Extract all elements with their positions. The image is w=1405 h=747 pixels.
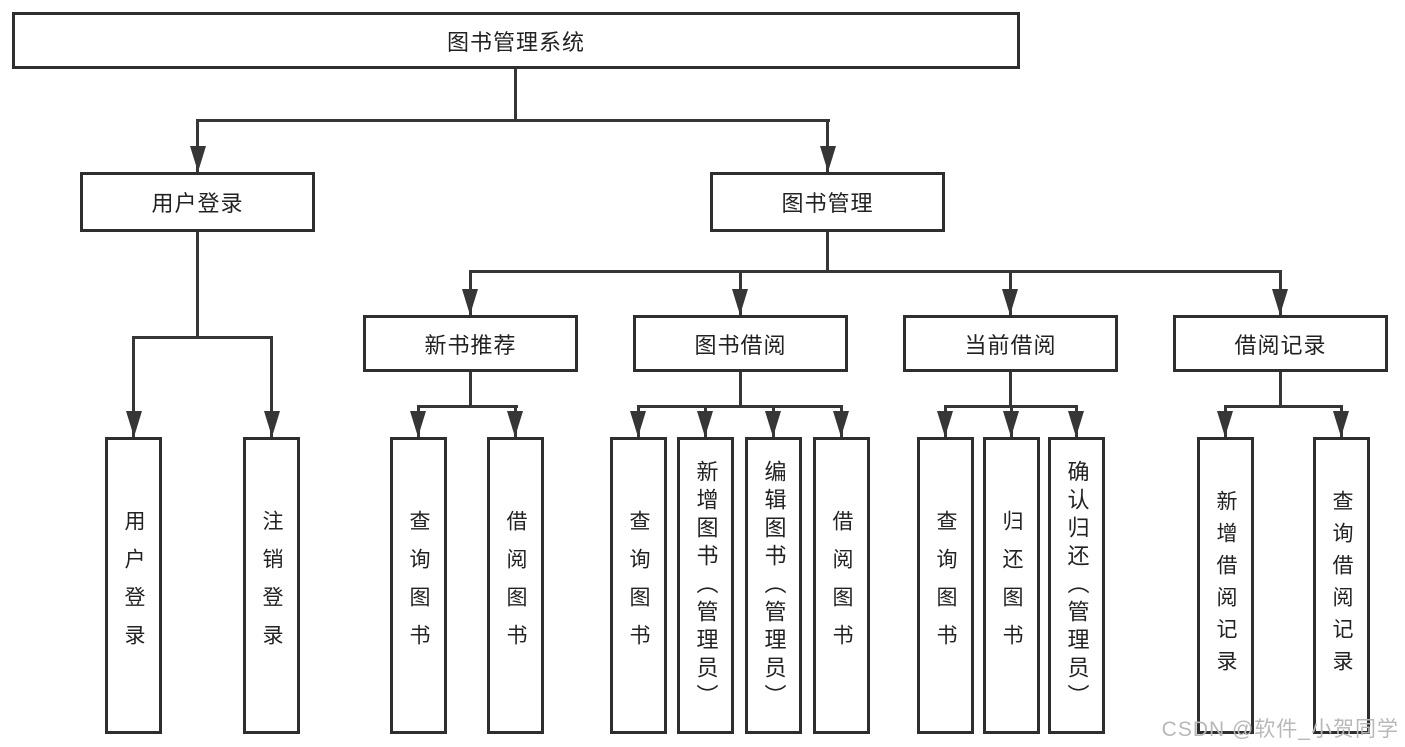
connector-line <box>417 405 518 408</box>
leaf-query-books: 查询图书 <box>390 437 447 734</box>
connector-line <box>739 372 742 407</box>
leaf-return-books: 归还图书 <box>983 437 1040 734</box>
arrow-down-icon <box>765 411 781 437</box>
arrow-down-icon <box>190 146 206 172</box>
leaf-borrow-books: 借阅图书 <box>487 437 544 734</box>
connector-line <box>514 68 517 121</box>
leaf-query-borrow-record: 查询借阅记录 <box>1313 437 1370 734</box>
arrow-down-icon <box>1002 289 1018 315</box>
leaf-edit-books-admin: 编辑图书（管理员） <box>745 437 802 734</box>
node-book-management-system: 图书管理系统 <box>12 12 1020 69</box>
node-user-login: 用户登录 <box>80 172 315 232</box>
arrow-down-icon <box>732 289 748 315</box>
connector-line <box>132 336 273 339</box>
arrow-down-icon <box>833 411 849 437</box>
arrow-down-icon <box>697 411 713 437</box>
node-current-borrowing: 当前借阅 <box>903 315 1118 372</box>
leaf-add-books-admin: 新增图书（管理员） <box>677 437 734 734</box>
connector-line <box>270 336 273 437</box>
connector-line <box>196 119 199 172</box>
arrow-down-icon <box>507 411 523 437</box>
arrow-down-icon <box>410 411 426 437</box>
arrow-down-icon <box>1068 411 1084 437</box>
leaf-logout: 注销登录 <box>243 437 300 734</box>
connector-line <box>1279 372 1282 407</box>
connector-line <box>826 119 829 172</box>
connector-line <box>637 405 843 408</box>
arrow-down-icon <box>937 411 953 437</box>
arrow-down-icon <box>1333 411 1349 437</box>
leaf-query-books: 查询图书 <box>610 437 667 734</box>
connector-line <box>132 336 135 437</box>
node-new-book-recommendation: 新书推荐 <box>363 315 578 372</box>
connector-line <box>1224 405 1343 408</box>
connector-line <box>196 119 830 122</box>
leaf-add-borrow-record: 新增借阅记录 <box>1197 437 1254 734</box>
node-borrowing-records: 借阅记录 <box>1173 315 1388 372</box>
connector-line <box>469 270 1282 273</box>
connector-line <box>196 232 199 337</box>
arrow-down-icon <box>264 411 280 437</box>
arrow-down-icon <box>630 411 646 437</box>
leaf-confirm-return-admin: 确认归还（管理员） <box>1048 437 1105 734</box>
arrow-down-icon <box>1272 289 1288 315</box>
node-book-management: 图书管理 <box>710 172 945 232</box>
arrow-down-icon <box>1217 411 1233 437</box>
leaf-user-login: 用户登录 <box>105 437 162 734</box>
arrow-down-icon <box>462 289 478 315</box>
node-book-borrowing: 图书借阅 <box>633 315 848 372</box>
connector-line <box>826 232 829 273</box>
arrow-down-icon <box>1003 411 1019 437</box>
arrow-down-icon <box>126 411 142 437</box>
connector-line <box>469 372 472 407</box>
leaf-borrow-books: 借阅图书 <box>813 437 870 734</box>
connector-line <box>1009 372 1012 407</box>
watermark: CSDN @软件_小贺同学 <box>1161 718 1399 741</box>
leaf-query-books: 查询图书 <box>917 437 974 734</box>
arrow-down-icon <box>820 146 836 172</box>
